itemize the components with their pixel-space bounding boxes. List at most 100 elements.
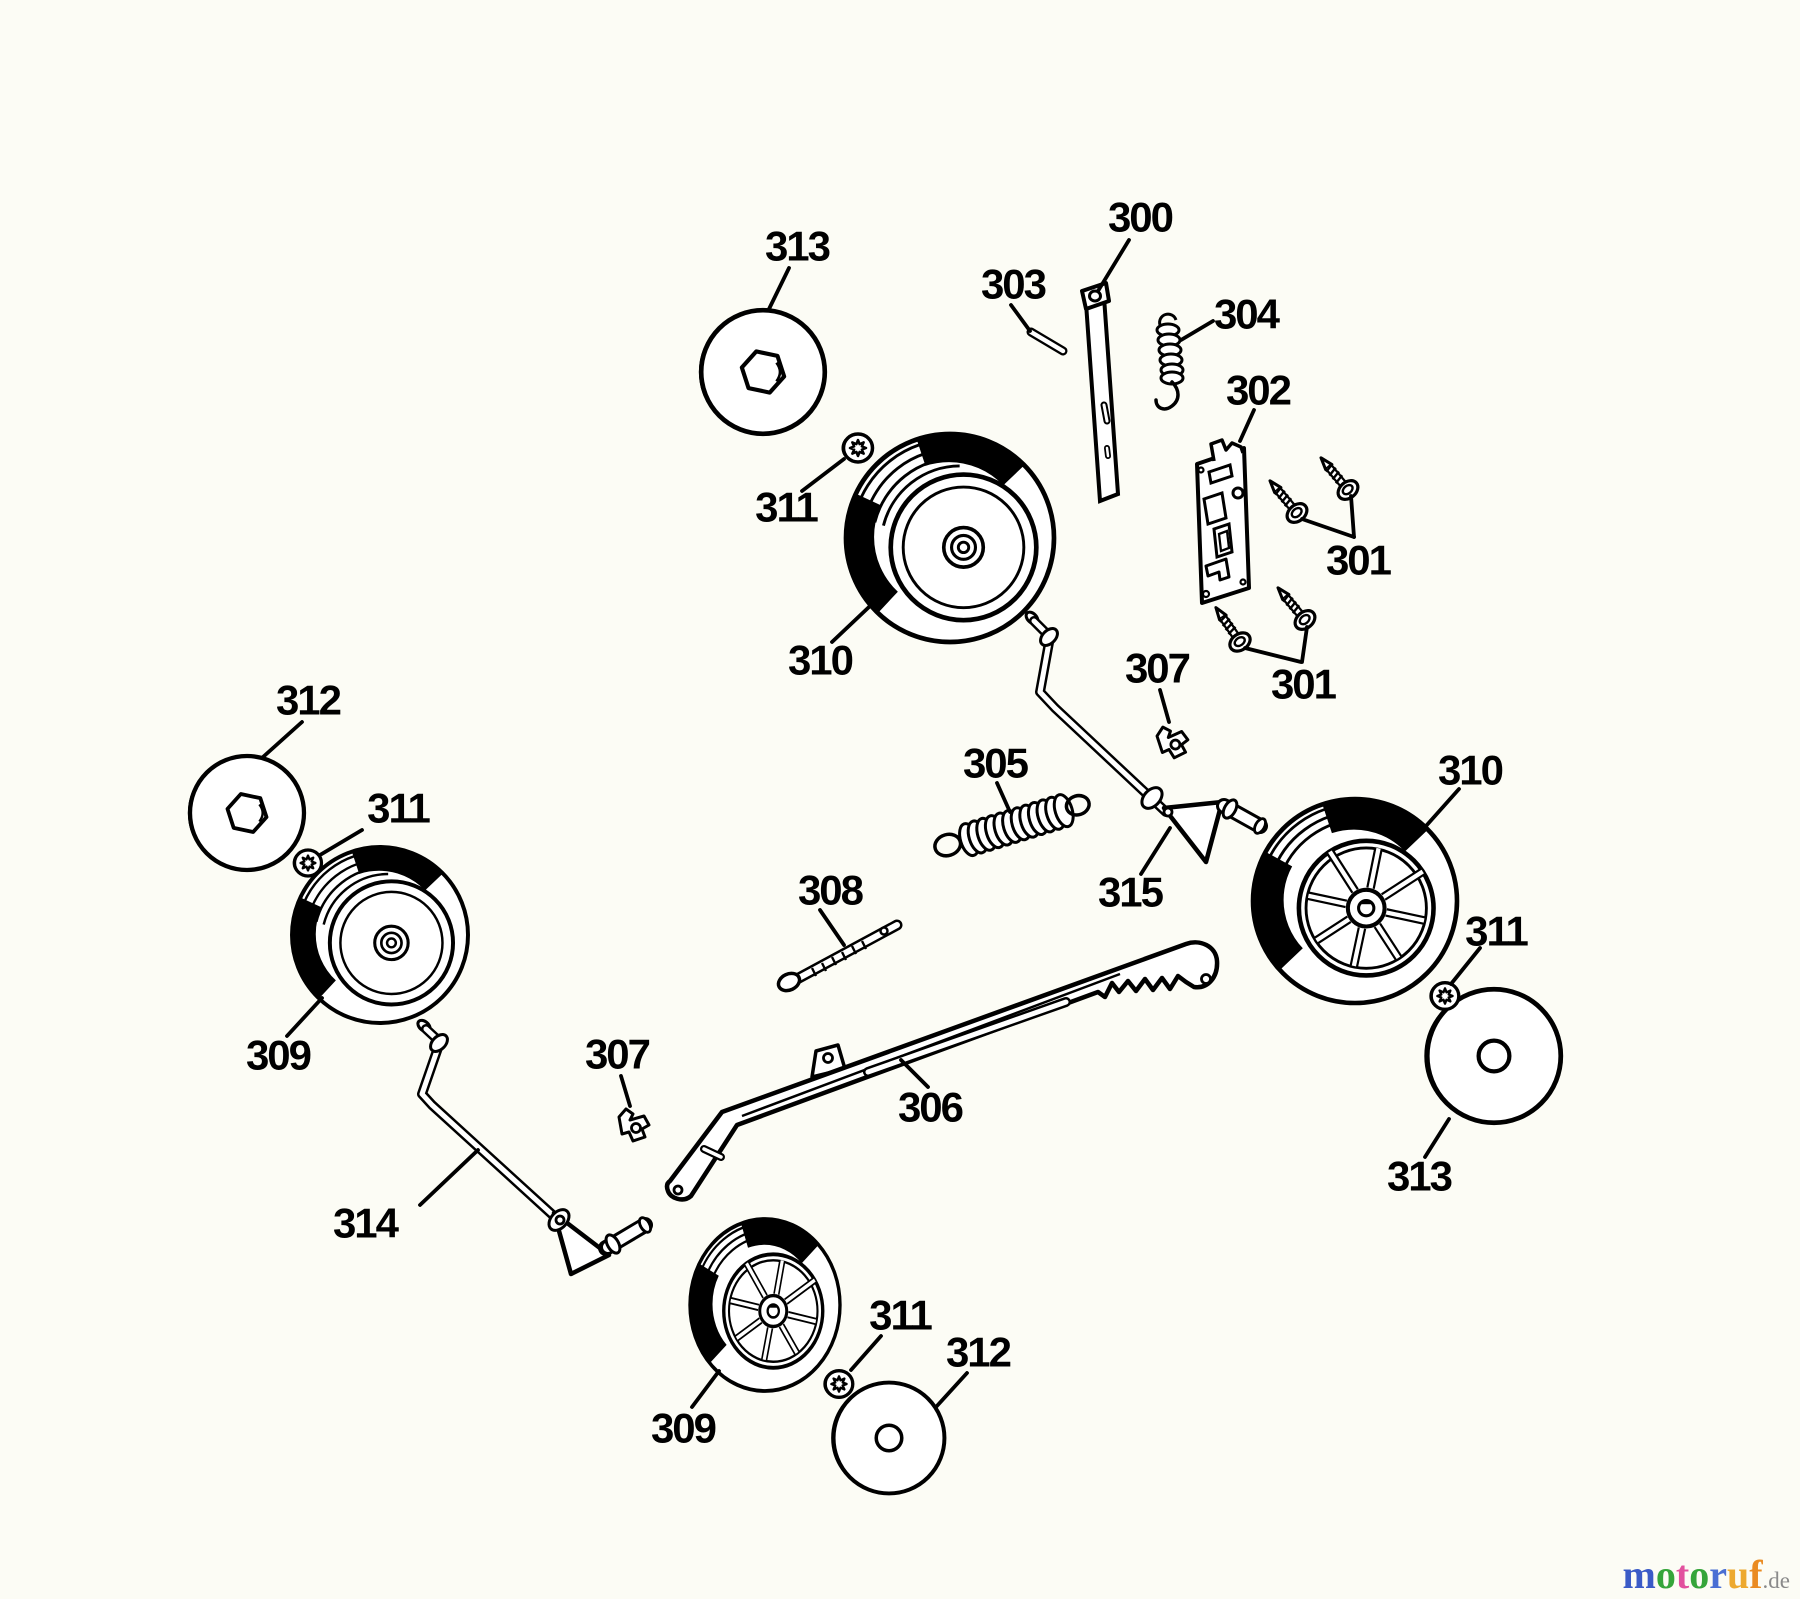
callout-301-lower: 301 [1243,625,1339,708]
part-310-wheel [1253,799,1457,1003]
leader-line [418,1148,480,1207]
leader-line [690,1369,721,1409]
leader-line [285,996,324,1038]
callout-label: 300 [1108,194,1173,241]
part-314-axle-crank [416,1018,653,1277]
part-308-indexing-rack [776,919,903,993]
callout-309-bottom: 309 [651,1369,721,1452]
part-307-clip [1154,722,1192,762]
part-311-lock-washer [291,848,324,878]
callout-311-top: 311 [755,457,846,531]
leader-line [1349,494,1356,539]
part-311-lock-washer [840,432,875,464]
leader-line [1423,1117,1451,1159]
part-311-lock-washer [1428,981,1461,1011]
leader-line [995,781,1012,814]
callout-label: 312 [946,1329,1011,1376]
leader-line [934,1371,969,1409]
callout-313-top: 313 [765,223,832,311]
callout-304: 304 [1179,291,1283,342]
callout-label: 315 [1098,869,1164,916]
callout-302: 302 [1226,367,1293,443]
leader-line [1300,625,1309,664]
callout-313-right: 313 [1387,1117,1454,1200]
callout-314: 314 [333,1148,480,1247]
leader-line [1009,303,1032,333]
callout-309-left: 309 [246,996,324,1079]
callout-label: 304 [1214,291,1281,338]
callout-label: 311 [755,484,818,531]
callout-label: 312 [276,677,341,724]
leader-line [767,266,791,311]
leader-line [849,1334,883,1372]
callout-label: 309 [651,1405,716,1452]
leader-line [1139,826,1172,876]
callout-307-lower: 307 [585,1031,652,1108]
leader-line [1096,238,1131,293]
leader-line [1300,517,1356,539]
callout-310-right: 310 [1424,747,1505,828]
callout-label: 307 [585,1031,650,1078]
part-300-adjuster-bar [1080,281,1121,504]
motoruf-logo-suffix: .de [1762,1568,1790,1593]
callout-label: 303 [981,261,1046,308]
callout-label: 311 [1465,908,1528,955]
callout-311-left: 311 [318,785,433,857]
leader-line [830,605,871,644]
callout-label: 313 [1387,1153,1452,1200]
callout-label: 301 [1271,661,1337,708]
leader-line [818,908,846,947]
callout-312-left: 312 [261,677,343,759]
part-303-pin [1026,327,1068,356]
callout-310-top: 310 [788,605,871,684]
part-306-adjuster-lever [664,940,1220,1202]
callout-label: 302 [1226,367,1291,414]
motoruf-logo-letters: motoruf [1622,1552,1763,1597]
callout-label: 301 [1326,537,1392,584]
callout-label: 313 [765,223,830,270]
leader-line [1179,319,1215,342]
part-301-screw [1270,581,1319,633]
callout-306: 306 [898,1058,965,1131]
part-305-extension-spring [933,793,1091,858]
callout-305: 305 [963,740,1031,814]
callout-label: 310 [788,637,853,684]
part-301-screw [1313,451,1362,503]
callout-303: 303 [981,261,1048,333]
callout-311-right: 311 [1449,908,1531,986]
leader-line [318,828,364,857]
callout-301-upper: 301 [1300,494,1394,584]
leader-line [899,1058,930,1089]
callout-308: 308 [798,867,866,947]
leader-line [1243,646,1303,664]
leader-line [800,457,846,493]
callout-label: 314 [333,1200,400,1247]
callout-label: 311 [869,1292,932,1339]
part-311-lock-washer [822,1369,855,1399]
part-310-wheel [846,434,1054,642]
motoruf-watermark: motoruf.de [1623,1555,1790,1595]
callout-label: 309 [246,1032,311,1079]
callout-311-bottom: 311 [849,1292,935,1372]
callout-label: 306 [898,1084,963,1131]
callout-312-bottom: 312 [934,1329,1013,1409]
leader-line [261,720,304,759]
callout-label: 311 [367,785,430,832]
callout-label: 305 [963,740,1029,787]
part-312-hubcap [830,1380,947,1496]
leader-line [1158,688,1171,724]
callout-label: 310 [1438,747,1503,794]
part-307-clip [617,1107,651,1143]
part-312-hubcap [189,756,304,870]
callout-307-upper: 307 [1125,645,1192,724]
part-315-axle-crank [1024,610,1268,865]
callout-315: 315 [1098,826,1172,916]
callout-label: 307 [1125,645,1190,692]
leader-line [1449,946,1482,986]
part-313-hubcap [700,310,825,434]
part-304-hook-spring [1154,312,1185,411]
leader-line [1424,787,1461,828]
part-302-mounting-plate [1195,438,1251,605]
